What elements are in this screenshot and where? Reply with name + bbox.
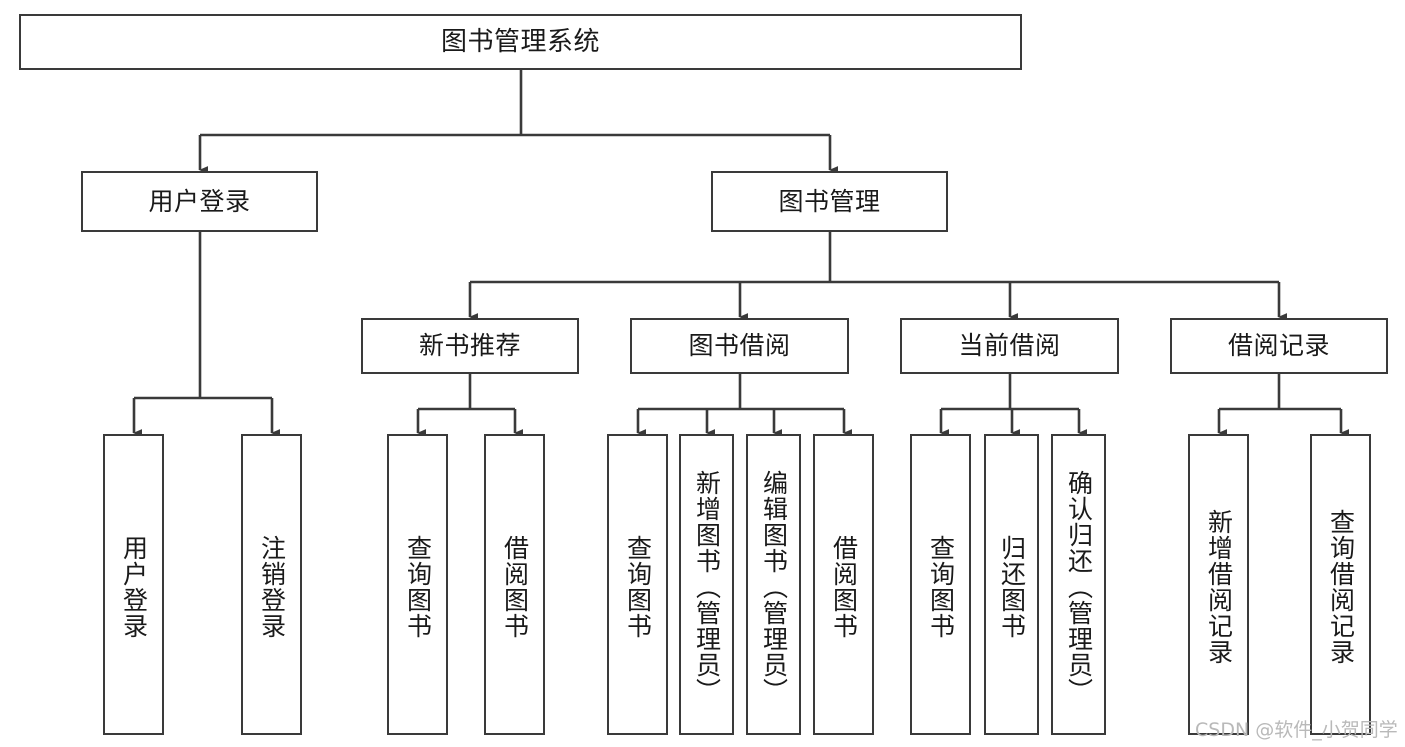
csdn-watermark: CSDN @软件_小贺同学 [1195,719,1398,741]
leaf-user-logout-label: 注销登录 [257,534,287,639]
node-book-borrow[interactable]: 图书借阅 [630,318,849,374]
leaf-add-book-label: 新增图书（管理员） [692,469,722,704]
leaf-borrow-book-2-label: 借阅图书 [829,534,859,639]
node-borrow-record[interactable]: 借阅记录 [1170,318,1388,374]
leaf-query-borrow-record[interactable]: 查询借阅记录 [1310,434,1371,735]
leaf-query-borrow-record-label: 查询借阅记录 [1326,508,1356,665]
node-book-manage[interactable]: 图书管理 [711,171,948,232]
leaf-add-borrow-record[interactable]: 新增借阅记录 [1188,434,1249,735]
leaf-query-book-2-label: 查询图书 [623,534,653,639]
node-current-borrow[interactable]: 当前借阅 [900,318,1119,374]
leaf-user-login-label: 用户登录 [119,534,149,639]
leaf-user-logout[interactable]: 注销登录 [241,434,302,735]
leaf-return-book-label: 归还图书 [997,534,1027,639]
leaf-edit-book-label: 编辑图书（管理员） [759,469,789,704]
leaf-confirm-return[interactable]: 确认归还（管理员） [1051,434,1106,735]
node-book-manage-label: 图书管理 [778,186,881,216]
node-user-login-label: 用户登录 [148,186,251,216]
leaf-query-book-1-label: 查询图书 [403,534,433,639]
leaf-add-book[interactable]: 新增图书（管理员） [679,434,734,735]
node-new-book-recommend-label: 新书推荐 [418,331,521,361]
node-new-book-recommend[interactable]: 新书推荐 [361,318,579,374]
leaf-borrow-book-1[interactable]: 借阅图书 [484,434,545,735]
leaf-borrow-book-2[interactable]: 借阅图书 [813,434,874,735]
node-root-label: 图书管理系统 [440,26,600,57]
node-current-borrow-label: 当前借阅 [958,331,1061,361]
leaf-query-book-2[interactable]: 查询图书 [607,434,668,735]
leaf-borrow-book-1-label: 借阅图书 [500,534,530,639]
leaf-confirm-return-label: 确认归还（管理员） [1064,469,1094,704]
leaf-query-book-3-label: 查询图书 [926,534,956,639]
leaf-user-login[interactable]: 用户登录 [103,434,164,735]
node-root[interactable]: 图书管理系统 [19,14,1022,70]
node-user-login[interactable]: 用户登录 [81,171,318,232]
leaf-return-book[interactable]: 归还图书 [984,434,1039,735]
leaf-query-book-1[interactable]: 查询图书 [387,434,448,735]
leaf-query-book-3[interactable]: 查询图书 [910,434,971,735]
node-book-borrow-label: 图书借阅 [688,331,791,361]
leaf-add-borrow-record-label: 新增借阅记录 [1204,508,1234,665]
leaf-edit-book[interactable]: 编辑图书（管理员） [746,434,801,735]
node-borrow-record-label: 借阅记录 [1227,331,1330,361]
